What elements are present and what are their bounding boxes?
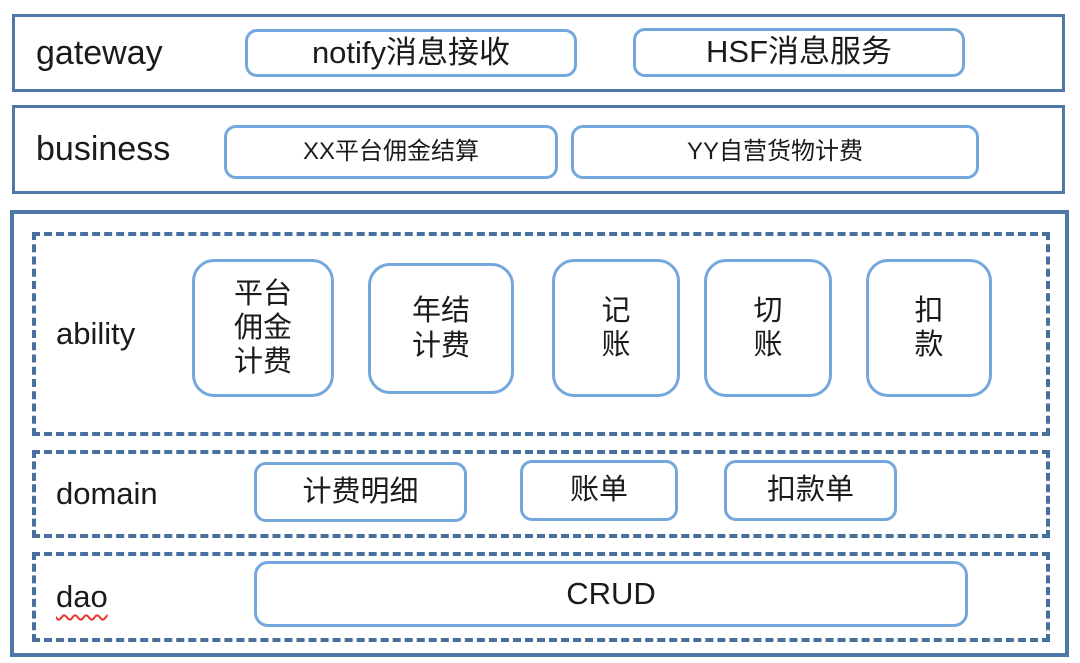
platform-commission-billing-node: 平台 佣金 计费 [192, 259, 334, 397]
dao-layer: dao CRUD [32, 552, 1050, 642]
business-layer: business XX平台佣金结算 YY自营货物计费 [12, 105, 1065, 194]
bill-node: 账单 [520, 460, 678, 521]
domain-layer: domain 计费明细 账单 扣款单 [32, 450, 1050, 538]
deduction-order-node: 扣款单 [724, 460, 897, 521]
annual-billing-node: 年结 计费 [368, 263, 514, 394]
dao-label: dao [56, 556, 108, 638]
notify-message-node: notify消息接收 [245, 29, 577, 77]
ability-label: ability [56, 316, 136, 351]
domain-label: domain [56, 476, 158, 511]
crud-node: CRUD [254, 561, 968, 627]
ability-layer: ability 平台 佣金 计费 年结 计费 记 账 切 账 扣 款 [32, 232, 1050, 436]
core-container: ability 平台 佣金 计费 年结 计费 记 账 切 账 扣 款 domai… [10, 210, 1069, 657]
dao-label-text: dao [56, 579, 108, 614]
billing-detail-node: 计费明细 [254, 462, 467, 522]
business-label: business [36, 130, 171, 168]
yy-goods-billing-node: YY自营货物计费 [571, 125, 979, 179]
deduction-node: 扣 款 [866, 259, 992, 397]
account-switch-node: 切 账 [704, 259, 832, 397]
xx-commission-settlement-node: XX平台佣金结算 [224, 125, 558, 179]
hsf-service-node: HSF消息服务 [633, 28, 965, 77]
bookkeeping-node: 记 账 [552, 259, 680, 397]
gateway-layer: gateway notify消息接收 HSF消息服务 [12, 14, 1065, 92]
gateway-label: gateway [36, 33, 163, 72]
